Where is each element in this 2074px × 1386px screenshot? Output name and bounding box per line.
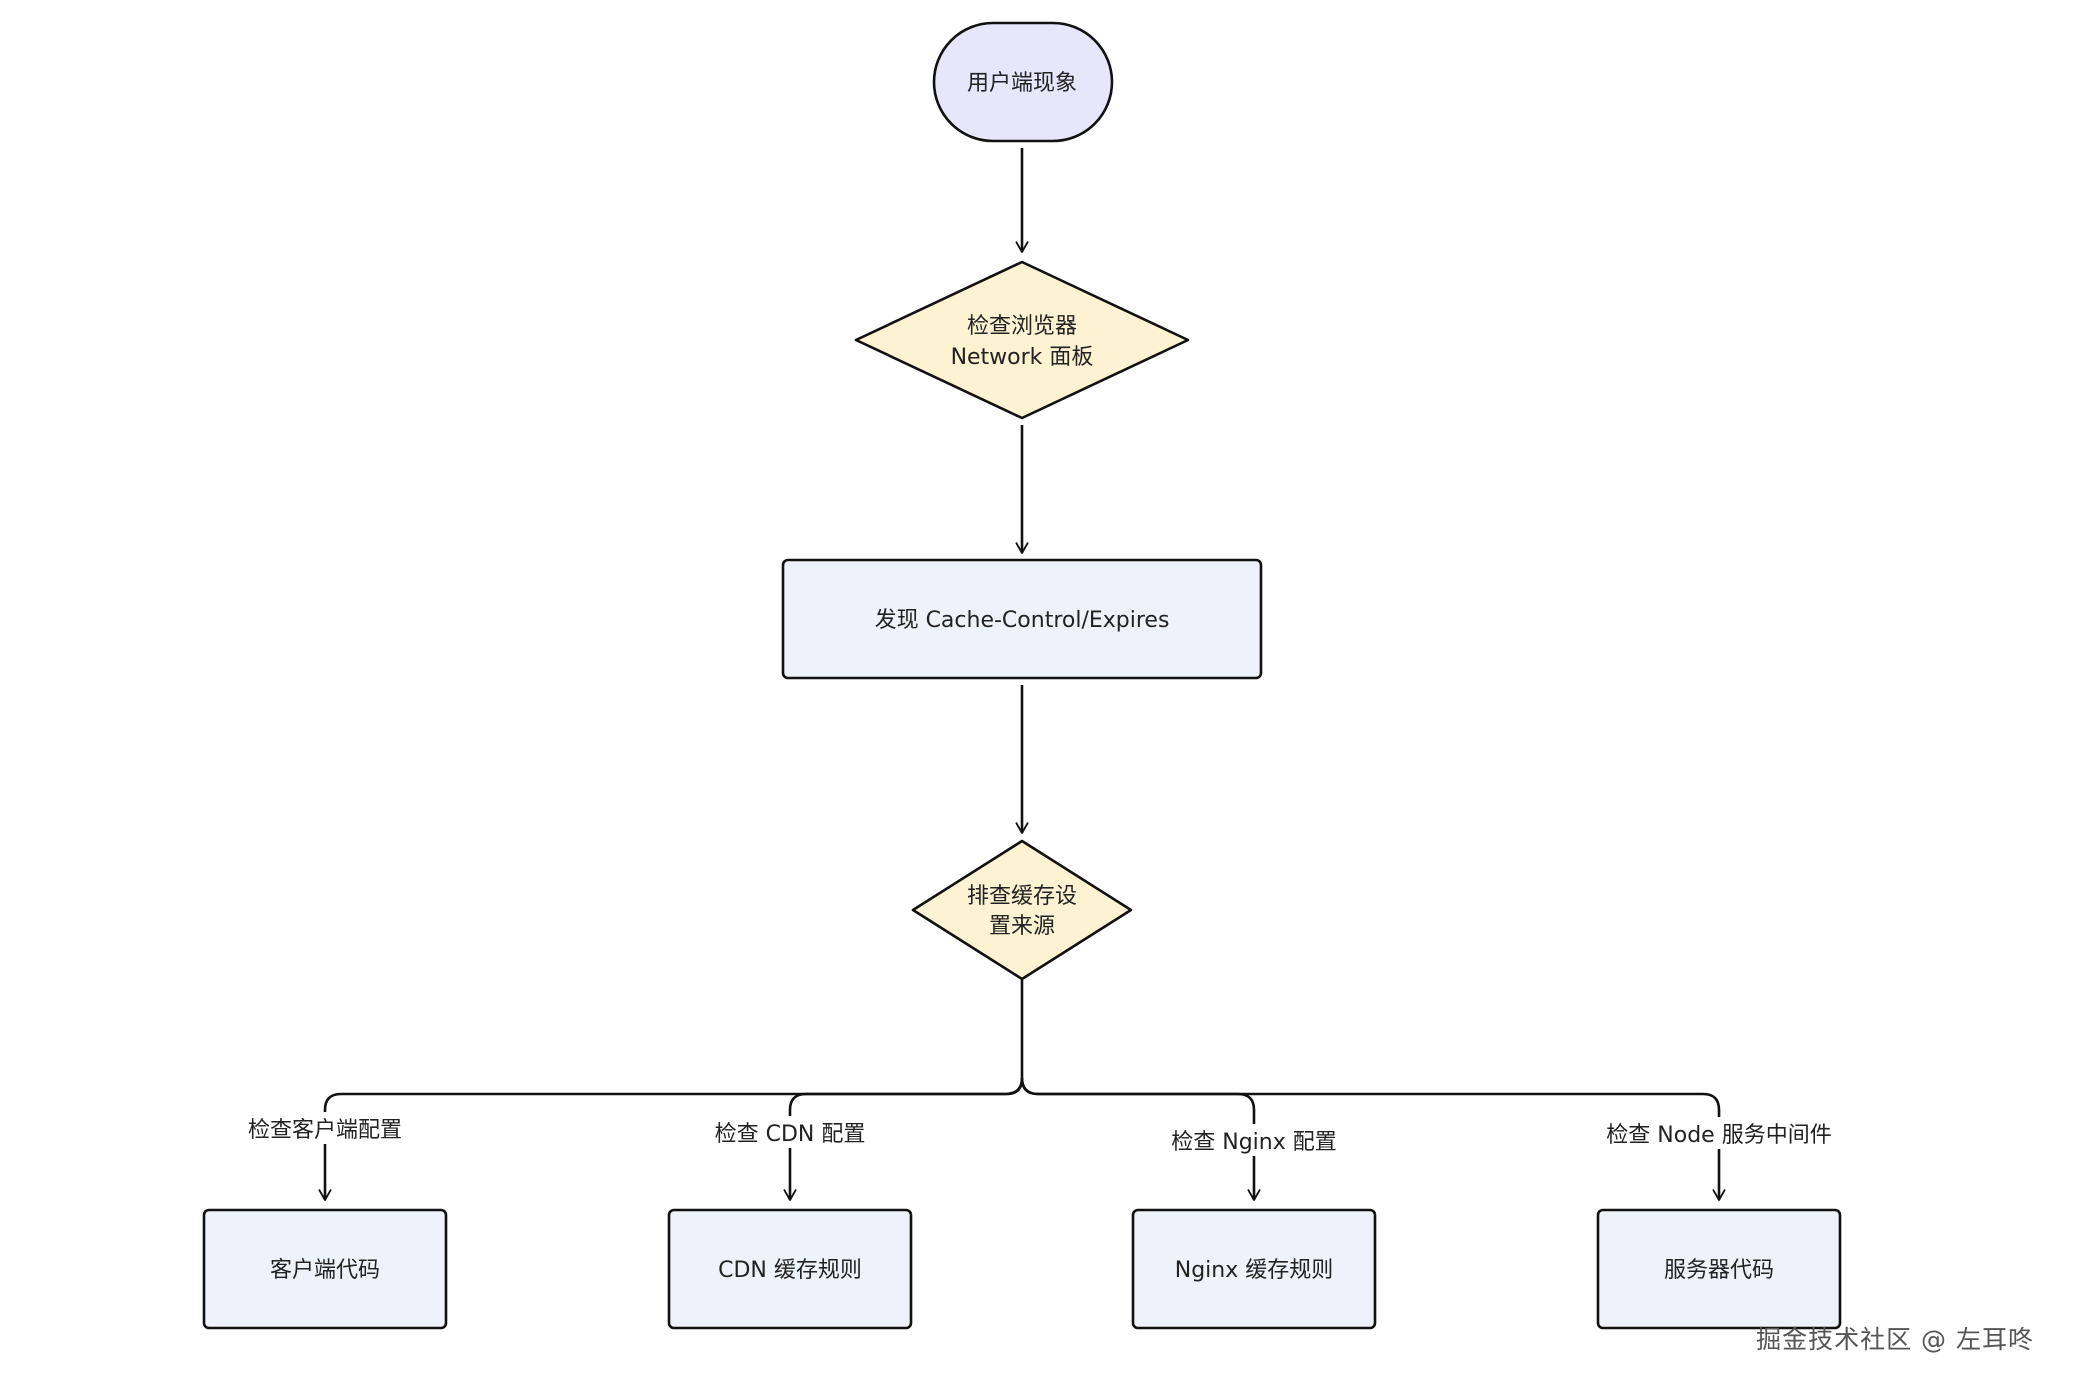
node-server-code-label: 服务器代码 — [1664, 1258, 1774, 1283]
edge-branch-to-cdn — [783, 1077, 1024, 1201]
node-client-code-label: 客户端代码 — [270, 1258, 380, 1283]
edge-label-cdn: 检查 CDN 配置 — [715, 1122, 866, 1147]
node-server-code: 服务器代码 — [1596, 1208, 1842, 1330]
edge-label-client: 检查客户端配置 — [248, 1118, 402, 1143]
node-nginx-rules-shape — [1131, 1208, 1377, 1330]
node-check-network-shape — [854, 260, 1190, 420]
watermark: 掘金技术社区 @ 左耳咚 — [1756, 1325, 2034, 1354]
node-cdn-rules: CDN 缓存规则 — [667, 1208, 913, 1330]
node-start: 用户端现象 — [932, 21, 1114, 143]
node-start-label: 用户端现象 — [967, 71, 1077, 96]
node-found-headers: 发现 Cache-Control/Expires — [781, 558, 1263, 680]
node-cdn-rules-label: CDN 缓存规则 — [718, 1258, 862, 1283]
edges — [318, 148, 1726, 1201]
node-check-network: 检查浏览器 Network 面板 — [854, 260, 1190, 420]
edge-label-backgrounds — [240, 1112, 1838, 1156]
node-check-network-line-1: 检查浏览器 — [967, 314, 1077, 339]
node-trace-source-line-1: 排查缓存设 — [967, 884, 1077, 909]
edge-labels: 检查客户端配置 检查 CDN 配置 检查 Nginx 配置 检查 Node 服务… — [248, 1118, 1832, 1155]
edge-label-nginx: 检查 Nginx 配置 — [1171, 1130, 1336, 1155]
edge-label-server: 检查 Node 服务中间件 — [1606, 1123, 1831, 1148]
edge-branch-to-client — [318, 980, 1024, 1201]
node-trace-source-line-2: 置来源 — [989, 914, 1055, 939]
node-nginx-rules: Nginx 缓存规则 — [1131, 1208, 1377, 1330]
node-client-code-shape — [202, 1208, 448, 1330]
node-check-network-line-2: Network 面板 — [951, 345, 1094, 370]
node-found-headers-shape — [781, 558, 1263, 680]
node-nginx-rules-label: Nginx 缓存规则 — [1175, 1258, 1334, 1283]
node-client-code: 客户端代码 — [202, 1208, 448, 1330]
node-found-headers-label: 发现 Cache-Control/Expires — [875, 608, 1170, 633]
node-trace-source: 排查缓存设 置来源 — [911, 839, 1133, 981]
node-server-code-shape — [1596, 1208, 1842, 1330]
edge-branch-to-server — [1020, 1077, 1726, 1201]
node-trace-source-shape — [911, 839, 1133, 981]
node-cdn-rules-shape — [667, 1208, 913, 1330]
node-start-shape — [932, 21, 1114, 143]
